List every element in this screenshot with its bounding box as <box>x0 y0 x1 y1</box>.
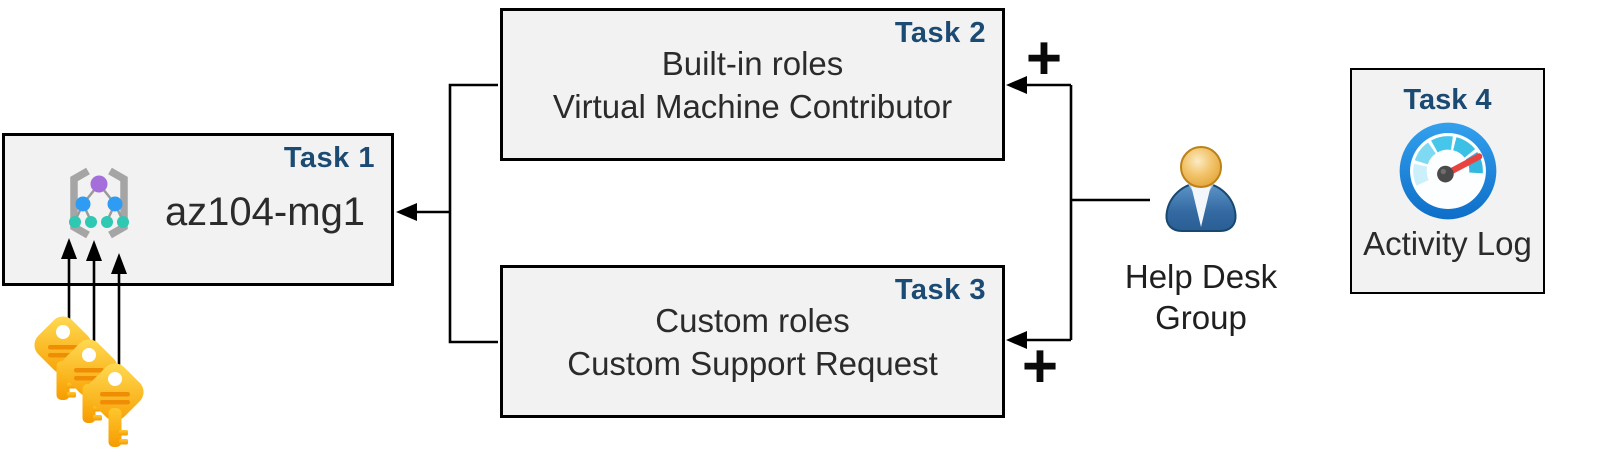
task4-title: Activity Log <box>1363 225 1532 262</box>
management-group-icon <box>53 164 145 255</box>
plus-icon-task2: + <box>1025 24 1063 93</box>
task3-line1: Custom roles <box>655 301 850 339</box>
task3-badge: Task 3 <box>894 274 986 306</box>
task4-badge: Task 4 <box>1403 84 1492 116</box>
task3-body: Custom roles Custom Support Request <box>503 268 1002 415</box>
actor-label: Help Desk Group <box>1124 258 1278 336</box>
task2-badge: Task 2 <box>894 17 986 49</box>
key-icon <box>34 316 92 400</box>
task3-line2: Custom Support Request <box>567 344 938 382</box>
task2-line2: Virtual Machine Contributor <box>552 87 953 125</box>
keys-icon <box>34 316 144 447</box>
task2-body: Built-in roles Virtual Machine Contribut… <box>503 11 1002 158</box>
task2-line1: Built-in roles <box>661 44 844 82</box>
task1-box: Task 1 <box>2 133 394 286</box>
gauge-icon <box>1396 119 1500 223</box>
task1-body: az104-mg1 <box>5 136 391 283</box>
help-desk-group: Help Desk Group <box>1115 142 1287 338</box>
plus-icon-task3: + <box>1021 332 1059 401</box>
user-icon <box>1151 142 1251 248</box>
task3-box: Task 3 Custom roles Custom Support Reque… <box>500 265 1005 418</box>
task1-badge: Task 1 <box>283 142 375 174</box>
key-icon <box>60 339 118 423</box>
task4-box: Task 4 <box>1350 68 1545 294</box>
key-icon <box>86 363 144 447</box>
task2-box: Task 2 Built-in roles Virtual Machine Co… <box>500 8 1005 161</box>
task1-title: az104-mg1 <box>164 190 366 234</box>
